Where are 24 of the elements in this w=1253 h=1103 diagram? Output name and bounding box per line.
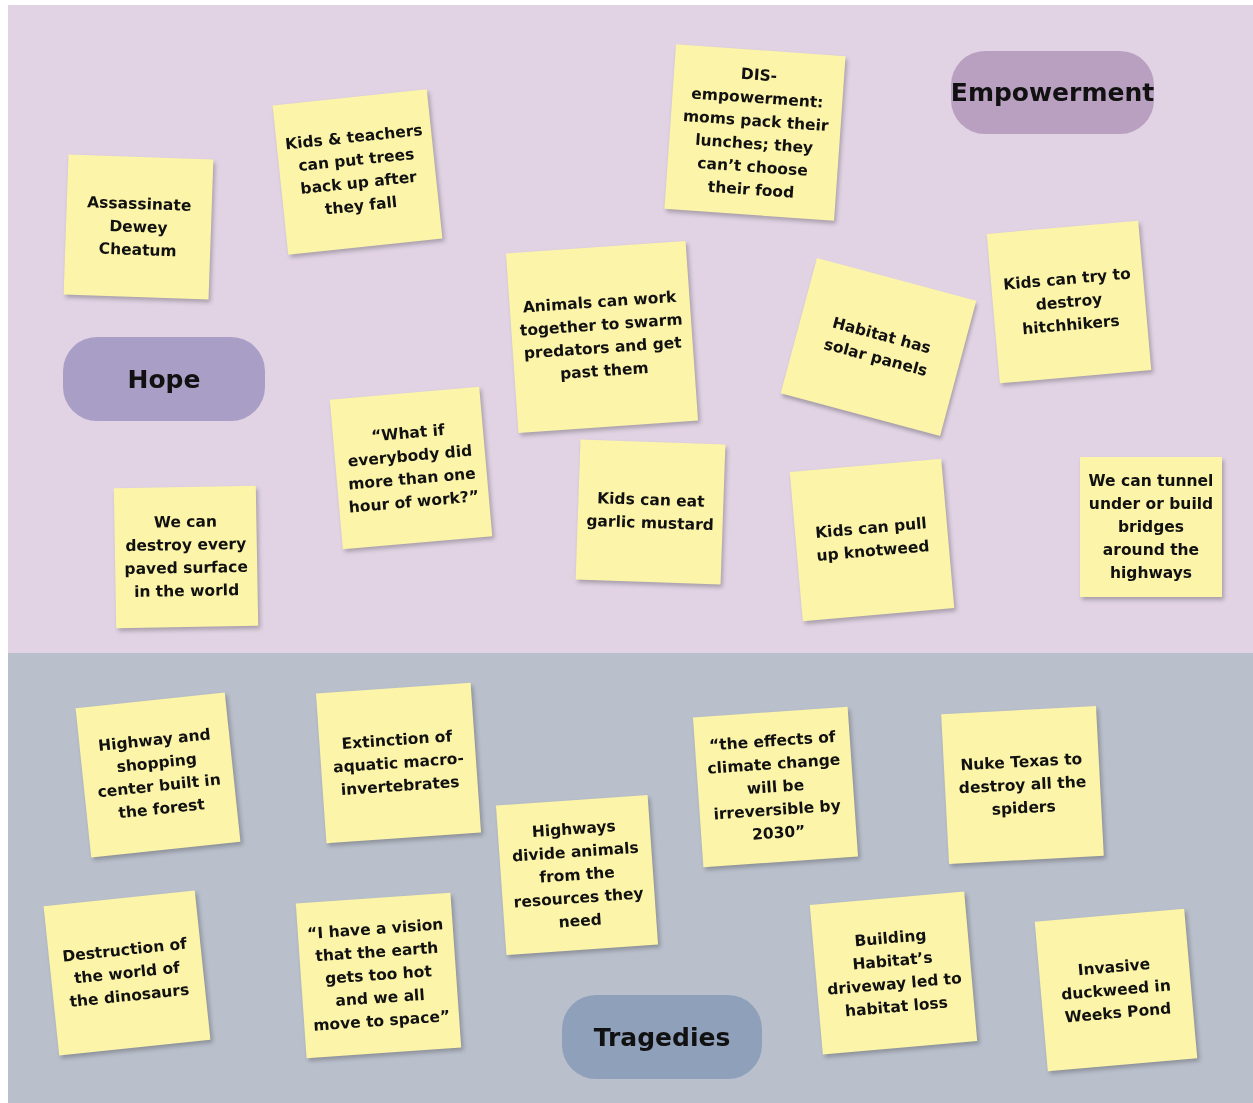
sticky-note: We can destroy every paved surface in the world: [113, 485, 259, 629]
sticky-note: We can tunnel under or build bridges around the highways: [1080, 457, 1222, 597]
board-panel: [8, 653, 1253, 1103]
sticky-note: DIS-empowerment: moms pack their lunches; they can’t choose their food: [664, 44, 846, 221]
sticky-note: Invasive duckweed in Weeks Pond: [1034, 908, 1198, 1072]
sticky-note: Nuke Texas to destroy all the spiders: [941, 706, 1104, 864]
board-panel: [8, 5, 1253, 653]
sticky-note: Destruction of the world of the dinosaurs: [43, 890, 211, 1056]
sticky-note: Highways divide animals from the resources they need: [495, 794, 659, 956]
sticky-note: “What if everybody did more than one hour of work?”: [329, 386, 493, 550]
sticky-note: Kids can try to destroy hitchhikers: [986, 220, 1152, 384]
sticky-note: Assassinate Dewey Cheatum: [63, 154, 214, 300]
sticky-note: Building Habitat’s driveway led to habitat loss: [809, 891, 978, 1055]
category-tag: Empowerment: [951, 51, 1154, 134]
sticky-note: Animals can work together to swarm predators and get past them: [505, 240, 699, 434]
sticky-note: Kids can eat garlic mustard: [575, 439, 726, 585]
sticky-note: “the effects of climate change will be irreversible by 2030”: [692, 706, 859, 868]
sticky-note: “I have a vision that the earth gets too hot and we all move to space”: [295, 892, 462, 1059]
sticky-note: Extinction of aquatic macro-invertebrates: [315, 682, 482, 844]
sticky-note: Highway and shopping center built in the forest: [75, 692, 241, 858]
category-tag: Hope: [63, 337, 265, 421]
sticky-note: Kids & teachers can put trees back up after they fall: [272, 89, 443, 255]
sticky-note: Kids can pull up knotweed: [789, 458, 955, 622]
category-tag: Tragedies: [562, 995, 762, 1079]
